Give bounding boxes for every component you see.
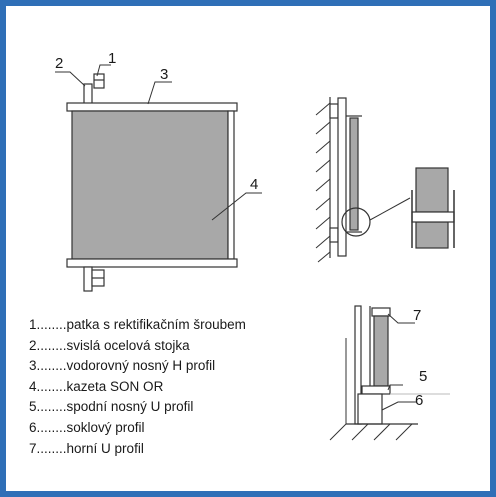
- base-cassette: [373, 315, 389, 387]
- top-h-profile: [66, 102, 238, 112]
- callout-1: 1: [108, 50, 116, 67]
- legend-item: 7........horní U profil: [29, 440, 144, 456]
- detail-h-profile: [411, 211, 455, 223]
- wall-hatch: [315, 102, 331, 263]
- front-elevation: [66, 73, 238, 292]
- cassette-edge: [227, 110, 235, 260]
- leader-5: [387, 384, 403, 391]
- vertical-post-top: [83, 83, 93, 105]
- bottom-h-profile: [66, 258, 238, 268]
- legend-item: 3........vodorovný nosný H profil: [29, 358, 216, 374]
- side-section: [315, 97, 455, 263]
- legend-item: 4........kazeta SON OR: [29, 378, 164, 394]
- leader-3: [147, 81, 172, 105]
- detail-pointer: [369, 197, 411, 221]
- leader-4: [211, 192, 262, 221]
- leader-6: [381, 401, 416, 411]
- side-post: [337, 97, 347, 257]
- detail-circle: [341, 207, 371, 237]
- callout-4: 4: [250, 176, 258, 193]
- legend-item: 2........svislá ocelová stojka: [29, 337, 190, 353]
- legend-list: 1........patka s rektifikačním šroubem 2…: [29, 315, 246, 459]
- base-plinth-profile: [357, 393, 383, 425]
- callout-6: 6: [415, 392, 423, 409]
- side-bracket-top: [329, 103, 339, 119]
- base-bottom-u-profile: [361, 385, 391, 395]
- leader-1: [96, 64, 111, 77]
- callout-5: 5: [419, 368, 427, 385]
- front-leader-lines: [55, 64, 262, 221]
- ground-hatch: [329, 423, 413, 441]
- detail-upper-cassette: [415, 167, 449, 213]
- side-cassette: [349, 117, 359, 231]
- detail-lower-cassette: [415, 221, 449, 249]
- base-detail: [329, 305, 450, 441]
- cassette-panel: [71, 110, 229, 260]
- foot-bracket-top: [93, 73, 105, 89]
- vertical-post-bottom: [83, 266, 93, 292]
- leader-7: [387, 313, 415, 324]
- leader-2: [55, 71, 86, 87]
- callout-7: 7: [413, 307, 421, 324]
- legend-item: 1........patka s rektifikačním šroubem: [29, 317, 246, 332]
- callout-3: 3: [160, 66, 168, 83]
- legend-item: 5........spodní nosný U profil: [29, 399, 194, 415]
- base-top-u-profile: [371, 307, 391, 317]
- legend-item: 6........soklový profil: [29, 419, 145, 435]
- side-bracket-bottom: [329, 227, 339, 243]
- base-leader-lines: [381, 313, 416, 411]
- callout-2: 2: [55, 55, 63, 72]
